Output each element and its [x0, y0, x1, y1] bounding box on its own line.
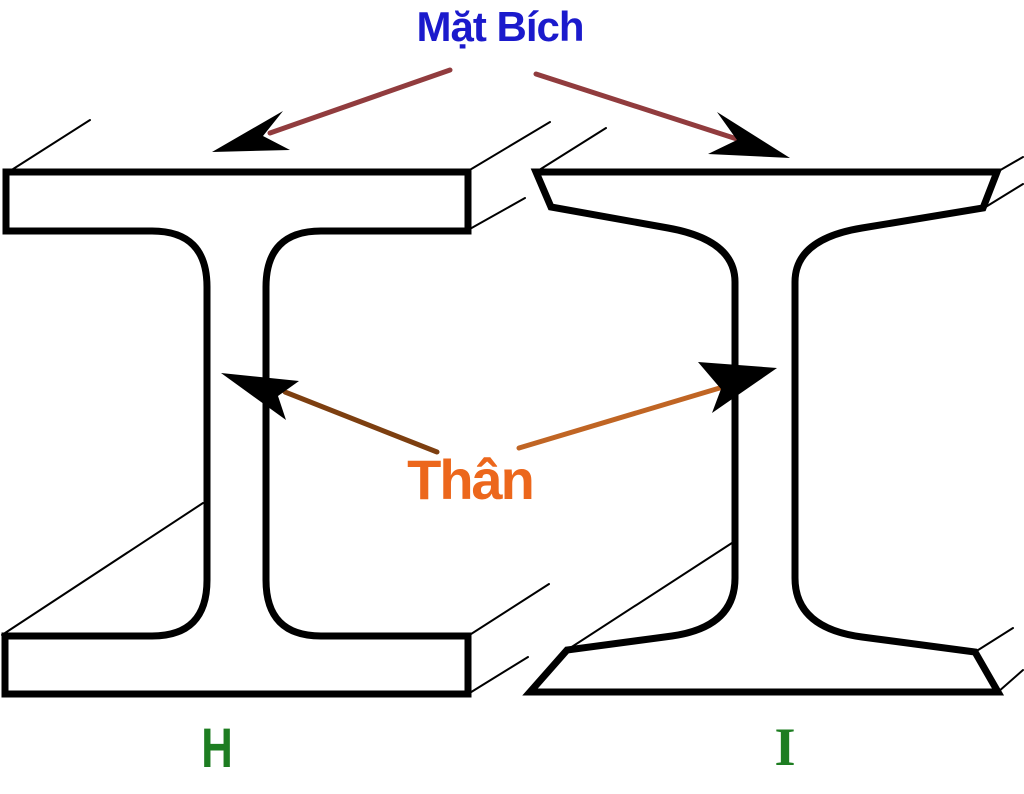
web-pointer-left-line [282, 389, 440, 455]
flange-pointer-left-line [267, 67, 453, 136]
i-beam-depth-lines [535, 127, 1024, 693]
web-label: Thân [407, 448, 535, 511]
flange-pointer-right-line [533, 71, 743, 143]
flange-pointer-left-arrowhead [212, 111, 290, 152]
h-beam-outline [1, 168, 472, 698]
flange-pointer-right-arrowhead [708, 112, 790, 158]
web-pointer-right-line [516, 384, 726, 451]
flange-label: Mặt Bích [416, 3, 584, 50]
h-beam-label: H [201, 716, 233, 779]
h-beam-depth-lines [1, 119, 551, 695]
web-pointer-left-arrowhead [221, 373, 299, 420]
i-beam-label: I [774, 717, 796, 777]
web-pointer-right-arrowhead [698, 362, 777, 413]
i-beam-outline [522, 168, 1005, 696]
